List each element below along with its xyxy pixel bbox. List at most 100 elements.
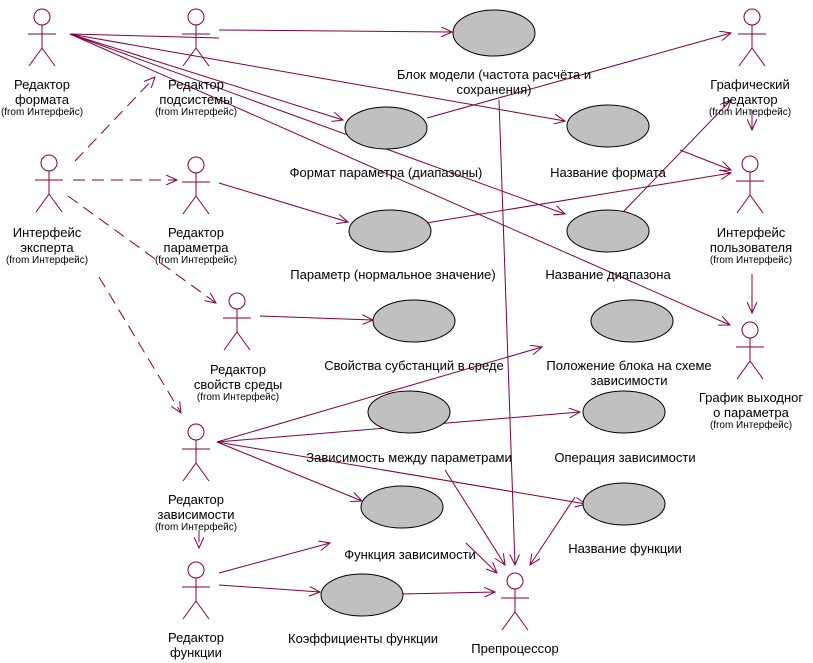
actor-label-line: Редактор [168,77,224,92]
from-package-note: (from Интерфейс) [708,107,792,118]
use-case-label-line: Название диапазона [545,267,671,282]
association-arrow [622,100,731,213]
use-case-block[interactable] [452,9,536,57]
use-case-label: Название функции [568,541,682,556]
from-package-note: (from Интерфейс) [154,522,238,533]
association-arrow [69,33,730,325]
association-arrow [216,441,586,504]
actor-label-line: о параметра [713,405,789,420]
association-arrow [69,33,565,214]
use-case-label-line: зависимости [590,373,668,388]
actor-label-line: пользователя [709,240,793,255]
from-package-note: (from Интерфейс) [709,420,793,431]
actor-label-line: параметра [163,240,229,255]
use-case-label-line: Коэффициенты функции [287,631,439,646]
actor-prep-icon[interactable] [501,572,529,631]
use-case-label-line: Название функции [568,541,682,556]
use-case-fname[interactable] [582,482,666,526]
use-case-label-line: Функция зависимости [344,547,476,562]
association-arrow [465,542,497,573]
actor-label-line: эксперта [20,240,74,255]
association-arrow [218,30,452,32]
use-case-label: Функция зависимости [344,547,476,562]
use-case-fmtname[interactable] [566,104,650,148]
use-case-fdep[interactable] [360,485,444,529]
actor-label-line: функции [170,645,222,660]
use-case-subst[interactable] [372,299,456,343]
actor-label-line: Препроцессор [471,641,559,656]
association-arrow [401,592,495,594]
from-package-note: (from Интерфейс) [154,107,238,118]
association-arrow [69,33,220,39]
association-arrow [218,182,348,222]
actor-param-icon[interactable] [182,156,210,215]
actor-label: Препроцессор [471,641,558,656]
use-case-label-line: Название формата [550,165,666,180]
actor-label-line: формата [14,92,70,107]
use-case-pfmt[interactable] [344,106,428,150]
actor-label-line: подсистемы [159,92,233,107]
from-package-note: (from Интерфейс) [5,255,89,266]
dependency-arrow [67,195,216,303]
use-case-label: Зависимость между параметрами [306,450,512,465]
actor-label-line: Интерфейс [716,225,786,240]
use-case-label: Формат параметра (диапазоны) [290,165,483,180]
actor-label-line: зависимости [157,507,235,522]
actor-func-icon[interactable] [182,561,210,620]
actor-user-icon[interactable] [736,155,764,214]
use-case-coef[interactable] [320,573,404,617]
actor-label-line: Интерфейс [12,225,82,240]
actor-label-line: Редактор [210,362,266,377]
use-case-depop[interactable] [582,390,666,434]
actor-expert-icon[interactable] [35,154,63,213]
actor-label-line: Графический [710,77,790,92]
actor-subsys-icon[interactable] [182,8,210,67]
association-arrow [216,347,542,443]
use-case-label-line: Параметр (нормальное значение) [290,267,496,282]
from-package-note: (from Интерфейс) [709,255,793,266]
actor-chart-icon[interactable] [736,321,764,380]
association-arrow [259,316,373,320]
actor-graphed-icon[interactable] [738,8,766,67]
use-case-param[interactable] [348,209,432,253]
association-arrow [425,173,731,224]
use-case-pos[interactable] [590,299,674,343]
use-case-label-line: Свойства субстанций в среде [324,358,504,373]
association-arrow [679,149,731,170]
use-case-label-line: сохранения) [456,82,532,97]
dependency-arrow [74,77,155,162]
use-case-range[interactable] [566,209,650,253]
association-arrow [218,543,330,574]
actor-format-icon[interactable] [28,8,56,67]
use-case-depp[interactable] [367,390,451,434]
association-arrow [69,33,565,121]
use-case-label: Свойства субстанций в среде [324,358,503,373]
actor-label-line: График выходног [698,390,804,405]
actor-dep-icon[interactable] [182,423,210,482]
use-case-label: Параметр (нормальное значение) [290,267,495,282]
use-case-label-line: Блок модели (частота расчёта и [396,67,592,82]
actor-label-line: Редактор [168,225,224,240]
dependency-arrow [98,276,181,413]
actor-label-line: Редактор [168,630,224,645]
use-case-label-line: Зависимость между параметрами [306,450,512,465]
actor-label-line: Редактор [14,77,70,92]
use-case-label: Название диапазона [545,267,670,282]
use-case-label: Название формата [550,165,666,180]
actor-env-icon[interactable] [223,292,251,351]
actor-label-line: Редактор [168,492,224,507]
association-arrow [530,496,576,565]
association-arrow [69,33,343,120]
use-case-label: Операция зависимости [554,450,695,465]
